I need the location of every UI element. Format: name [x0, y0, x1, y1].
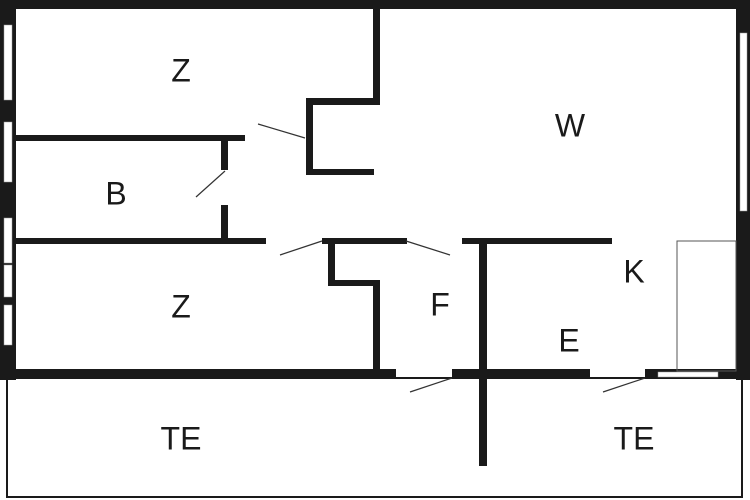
wall: [328, 238, 335, 285]
wall: [462, 238, 612, 244]
room-label-w: W: [555, 107, 586, 143]
door: [405, 240, 451, 256]
door: [195, 170, 226, 198]
wall: [15, 238, 266, 244]
door: [279, 240, 323, 256]
wall: [452, 369, 590, 379]
wall: [10, 369, 396, 379]
wall: [15, 135, 245, 141]
room-label-k: K: [623, 253, 644, 289]
room-label-e: E: [558, 322, 579, 358]
room-label-b: B: [105, 175, 126, 211]
room-label-te-right: TE: [614, 420, 655, 456]
window: [3, 24, 13, 101]
wall-top: [0, 0, 750, 9]
door: [602, 377, 646, 393]
wall: [328, 280, 379, 286]
wall: [479, 238, 487, 466]
wall: [322, 238, 407, 244]
window: [3, 121, 13, 183]
window: [3, 304, 13, 346]
wall: [373, 280, 380, 375]
door: [409, 377, 453, 393]
wall: [221, 205, 228, 243]
window: [657, 371, 719, 378]
room-label-z-bottom: Z: [171, 288, 191, 324]
wall: [221, 138, 228, 170]
window: [3, 217, 13, 264]
wall: [373, 7, 380, 105]
room-label-te-left: TE: [161, 420, 202, 456]
room-label-z-top: Z: [171, 52, 191, 88]
windows: [3, 24, 748, 378]
wall: [306, 169, 374, 175]
wall: [306, 98, 313, 175]
door: [257, 123, 306, 139]
doors: [195, 123, 646, 393]
room-label-f: F: [430, 286, 450, 322]
window: [739, 32, 748, 212]
kitchen-counter: [676, 240, 737, 372]
wall: [306, 98, 380, 105]
window: [3, 264, 13, 298]
